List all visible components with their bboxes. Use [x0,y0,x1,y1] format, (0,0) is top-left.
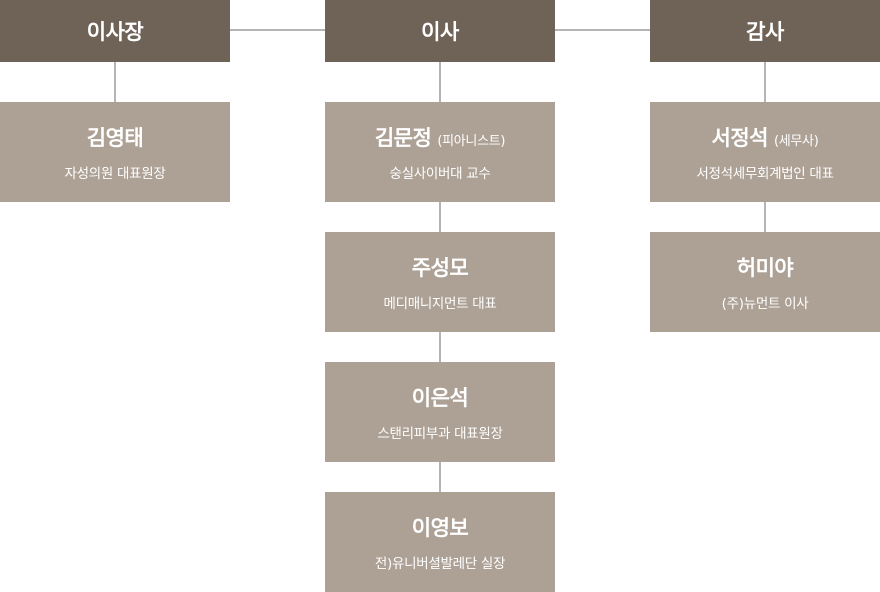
member-name-row: 허미야 [736,252,794,282]
member-box-director-3: 이은석 스탠리피부과 대표원장 [325,362,555,462]
member-name-row: 김문정 (피아니스트) [374,122,506,152]
member-desc: 자성의원 대표원장 [64,166,166,182]
member-box-auditor-1: 서정석 (세무사) 서정석세무회계법인 대표 [650,102,880,202]
connector-auditor-1-2 [764,202,766,232]
connector-directors-auditor [555,29,650,31]
member-box-chair: 김영태 자성의원 대표원장 [0,102,230,202]
member-desc: 서정석세무회계법인 대표 [696,166,834,182]
member-desc: 메디매니지먼트 대표 [383,296,497,312]
member-name-row: 주성모 [411,252,469,282]
connector-directors-down [439,62,441,102]
member-name: 김영태 [86,126,144,150]
member-name: 김문정 [374,126,432,150]
member-note: (세무사) [773,134,819,149]
member-box-director-2: 주성모 메디매니지먼트 대표 [325,232,555,332]
member-box-director-1: 김문정 (피아니스트) 숭실사이버대 교수 [325,102,555,202]
member-desc: 숭실사이버대 교수 [389,166,491,182]
member-desc: 스탠리피부과 대표원장 [377,426,503,442]
header-auditor: 감사 [650,0,880,62]
connector-chair-directors [230,29,325,31]
member-desc: 전)유니버셜발레단 실장 [374,556,506,572]
connector-directors-2-3 [439,332,441,362]
header-chair: 이사장 [0,0,230,62]
connector-directors-3-4 [439,462,441,492]
member-name: 이영보 [411,516,469,540]
member-desc: (주)뉴먼트 이사 [721,296,809,312]
member-name: 서정석 [711,126,769,150]
member-name-row: 김영태 [86,122,144,152]
member-name: 이은석 [411,386,469,410]
member-name-row: 이영보 [411,512,469,542]
connector-directors-1-2 [439,202,441,232]
connector-auditor-down [764,62,766,102]
member-box-director-4: 이영보 전)유니버셜발레단 실장 [325,492,555,592]
connector-chair-down [114,62,116,102]
member-name-row: 이은석 [411,382,469,412]
member-name: 주성모 [411,256,469,280]
member-name-row: 서정석 (세무사) [712,122,819,152]
member-box-auditor-2: 허미야 (주)뉴먼트 이사 [650,232,880,332]
member-name: 허미야 [736,256,794,280]
header-directors: 이사 [325,0,555,62]
member-note: (피아니스트) [437,134,506,149]
